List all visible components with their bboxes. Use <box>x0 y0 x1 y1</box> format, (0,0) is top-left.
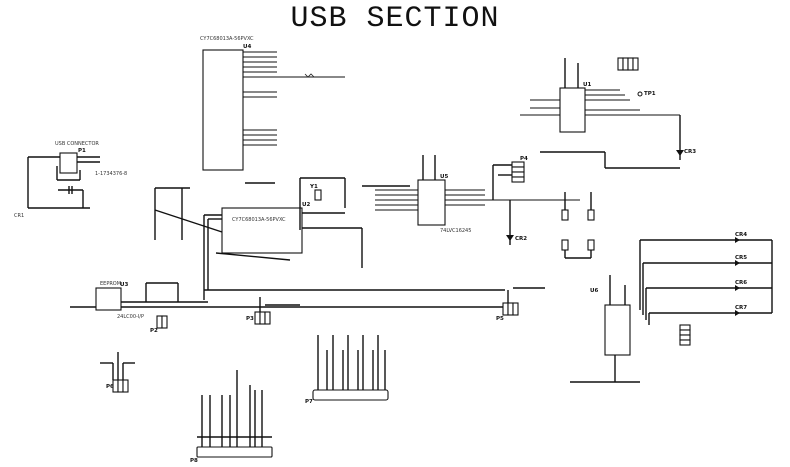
p6-ref: P6 <box>106 384 114 390</box>
u6-body <box>604 304 631 356</box>
p4-header: P4 <box>492 156 528 200</box>
u1-ref: U1 <box>583 82 591 88</box>
schematic-title: USB SECTION <box>290 2 500 36</box>
resistor-symbol <box>304 73 315 78</box>
tp1-ref: TP1 <box>644 91 656 97</box>
cr2-ref: CR2 <box>515 236 527 242</box>
u6-chip: U6 CR4 CR5 CR6 CR7 <box>570 232 773 383</box>
p5-header: P5 <box>496 287 545 322</box>
cr7-ref: CR7 <box>735 305 747 311</box>
p6-header: P6 <box>100 352 135 393</box>
u4-body <box>202 49 244 171</box>
p7-ref: P7 <box>305 399 313 405</box>
u6-ref: U6 <box>590 288 598 294</box>
u1-chip: U1 TP1 CR3 <box>520 57 696 169</box>
p3-header: P3 <box>246 297 300 325</box>
u2-ref: U2 <box>302 202 310 208</box>
cr1-label: CR1 <box>14 213 24 219</box>
switches <box>561 192 595 259</box>
p1-ref: P1 <box>78 148 86 154</box>
p1-desc: USB CONNECTOR <box>55 141 99 147</box>
y1-ref: Y1 <box>309 184 318 190</box>
p1-part: 1-1734376-8 <box>95 171 127 177</box>
p8-ref: P8 <box>190 458 198 464</box>
u3-desc: EEPROM <box>100 281 121 287</box>
u4-part-label: CY7C68013A-56PVXC <box>200 36 254 42</box>
u1-body <box>559 87 586 133</box>
p8-header: P8 <box>190 370 273 464</box>
u4-ref: U4 <box>243 44 251 50</box>
u5-body <box>417 179 446 226</box>
u2-part: CY7C68013A-56PVXC <box>232 217 286 223</box>
p1-usb-connector: USB CONNECTOR P1 CR1 1-1734376-8 <box>14 141 127 219</box>
p4-ref: P4 <box>520 156 528 162</box>
u3-eeprom: EEPROM U3 24LC00-I/P P2 <box>70 281 505 334</box>
cr3-ref: CR3 <box>684 149 696 155</box>
p3-ref: P3 <box>246 316 254 322</box>
u3-part: 24LC00-I/P <box>117 314 144 320</box>
cr6-ref: CR6 <box>735 280 747 286</box>
cr2-led: CR2 <box>506 200 527 245</box>
u5-part: 74LVC16245 <box>440 228 471 234</box>
p1-body <box>59 152 78 174</box>
u5-chip: U5 74LVC16245 <box>375 155 580 234</box>
u5-ref: U5 <box>440 174 448 180</box>
u2-chip: CY7C68013A-56PVXC U2 Y1 <box>154 177 410 300</box>
p2-ref: P2 <box>150 328 158 334</box>
u4-chip: CY7C68013A-56PVXC U4 <box>200 36 345 171</box>
p5-ref: P5 <box>496 316 504 322</box>
y1-crystal <box>314 189 322 201</box>
u3-ref: U3 <box>120 282 128 288</box>
u3-body <box>95 287 122 311</box>
cr4-ref: CR4 <box>735 232 747 238</box>
u2-body <box>221 207 303 254</box>
p7-header: P7 <box>305 335 389 405</box>
cr5-ref: CR5 <box>735 255 747 261</box>
